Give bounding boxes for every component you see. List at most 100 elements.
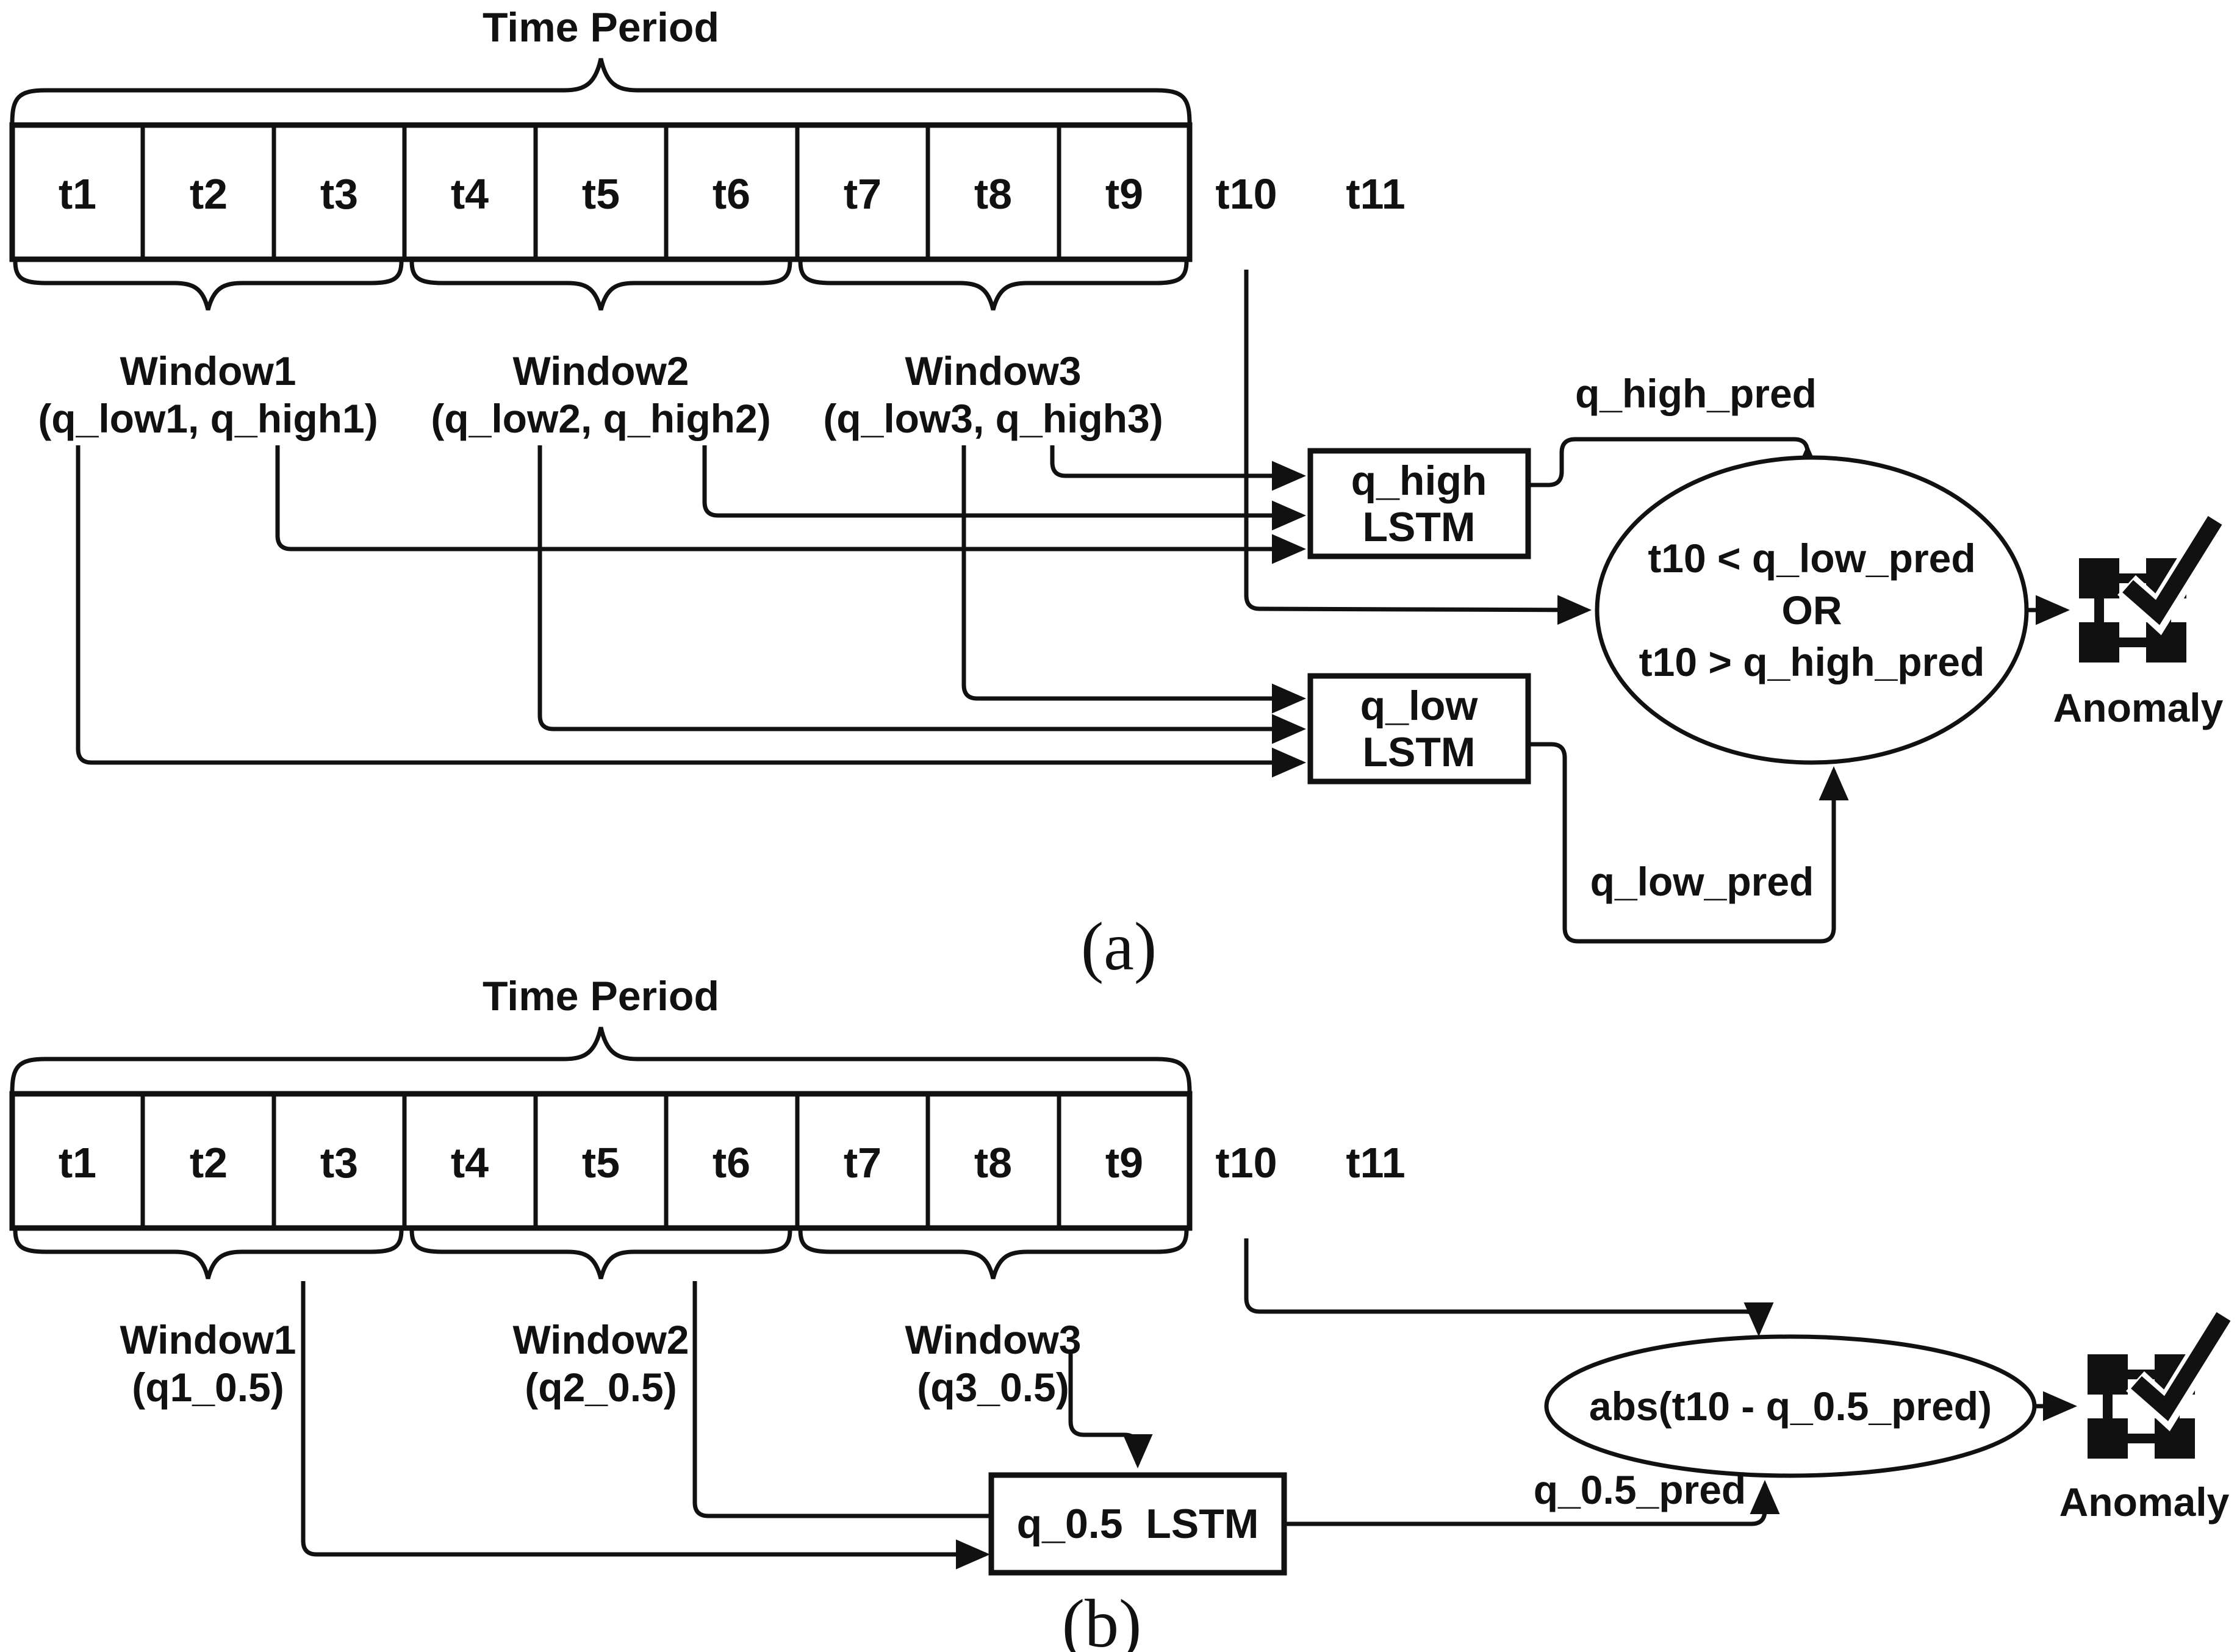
time-period-brace-b (10, 1027, 1192, 1093)
condition-ellipse-b (1544, 1334, 2037, 1478)
timeline-cell-label: t2 (190, 170, 228, 218)
anomaly-node-square (2079, 622, 2119, 663)
timeline-cell-label: t4 (451, 1139, 489, 1187)
timeline-cell-label: t5 (582, 170, 620, 218)
timeline-row-b (9, 1091, 1193, 1231)
anomaly-node-square (2079, 558, 2119, 598)
connector-window3-to-median-lstm (1068, 1349, 1153, 1468)
connector-median-pred-to-condition (1284, 1480, 1780, 1526)
window2-brace-b (409, 1229, 792, 1279)
window2-name-a: Window2 (512, 348, 689, 393)
connector-qlow1-to-low-lstm (76, 445, 1306, 778)
anomaly-node-square (2088, 1418, 2128, 1459)
timeline-cell-label: t9 (1105, 1139, 1143, 1187)
qhigh-lstm-label-line1: q_high (1351, 458, 1487, 504)
future-cell-label-t10: t10 (1215, 1139, 1277, 1187)
timeline-cell-label: t8 (974, 1139, 1012, 1187)
qhigh-lstm-label-line2: LSTM (1362, 504, 1475, 550)
timeline-cell-dividers-b (140, 1094, 1061, 1228)
connector-t10-to-condition-b (1244, 1238, 1774, 1337)
timeline-cell-label: t1 (59, 1139, 96, 1187)
connector-qhigh2-to-high-lstm (702, 445, 1306, 531)
window1-params-b: (q1_0.5) (132, 1365, 284, 1410)
timeline-cell-label: t8 (974, 170, 1012, 218)
checkmark-icon (2131, 1312, 2231, 1421)
timeline-cell-dividers-a (140, 125, 1061, 259)
timeline-cell-label: t6 (713, 170, 750, 218)
window2-params-b: (q2_0.5) (525, 1365, 677, 1410)
future-cell-label-t10: t10 (1215, 170, 1277, 218)
window3-brace-b (798, 1229, 1189, 1279)
connector-qhigh-pred-to-condition (1528, 437, 1823, 487)
window3-name-b: Window3 (905, 1317, 1081, 1362)
window3-brace-a (798, 260, 1189, 311)
window3-params-a: (q_low3, q_high3) (823, 396, 1163, 441)
anomaly-node-link (2103, 1395, 2113, 1418)
connector-t10-to-condition-a (1244, 270, 1592, 625)
anomaly-node-link (2119, 637, 2146, 647)
timeline-cell-label: t9 (1105, 170, 1143, 218)
window1-brace-a (13, 260, 404, 311)
window1-params-a: (q_low1, q_high1) (38, 396, 378, 441)
timeline-cell-label: t7 (844, 170, 882, 218)
condition-ellipse-a (1595, 455, 2029, 765)
anomaly-node-square (2146, 622, 2186, 663)
window3-name-a: Window3 (905, 348, 1081, 393)
timeline-row-a (9, 122, 1193, 262)
window2-params-a: (q_low2, q_high2) (431, 396, 770, 441)
timeline-cell-label: t1 (59, 170, 96, 218)
anomaly-node-square (2088, 1354, 2128, 1395)
timeline-cell-label: t3 (320, 170, 358, 218)
median-pred-label: q_0.5_pred (1534, 1467, 1747, 1512)
future-cell-label-t11: t11 (1346, 170, 1405, 218)
condition-line3-a: t10 > q_high_pred (1639, 639, 1985, 684)
window3-params-b: (q3_0.5) (917, 1365, 1069, 1410)
connector-qhigh1-to-high-lstm (275, 445, 1306, 564)
window1-name-b: Window1 (120, 1317, 296, 1362)
timeline-cell-label: t4 (451, 170, 489, 218)
anomaly-node-square (2155, 1418, 2195, 1459)
timeline-cell-label: t6 (713, 1139, 750, 1187)
median-lstm-box (988, 1472, 1287, 1576)
qhigh-lstm-box (1307, 448, 1531, 559)
anomaly-icon-a (2079, 512, 2228, 663)
connector-qlow-pred-to-condition (1528, 742, 1849, 944)
condition-line1-a: t10 < q_low_pred (1648, 536, 1975, 581)
timeline-cell-label: t7 (844, 1139, 882, 1187)
qlow-lstm-label-line1: q_low (1360, 683, 1479, 729)
checkmark-icon (2122, 515, 2222, 625)
condition-expression-b: abs(t10 - q_0.5_pred) (1589, 1384, 1992, 1429)
timeline-cell-label: t3 (320, 1139, 358, 1187)
anomaly-icon-b (2088, 1308, 2237, 1459)
window1-name-a: Window1 (120, 348, 296, 393)
caption-b: (b) (1062, 1586, 1142, 1652)
anomaly-label-b: Anomaly (2059, 1479, 2230, 1525)
connector-window2-to-median-lstm (692, 1281, 993, 1518)
qlow-pred-label: q_low_pred (1590, 859, 1814, 904)
future-cell-label-t11: t11 (1346, 1139, 1405, 1187)
time-period-label-b: Time Period (483, 973, 719, 1019)
time-period-label-a: Time Period (483, 4, 719, 51)
figure-b: Time Period t1 t2 t3 t4 t5 t6 t7 t8 t9 t… (9, 973, 2237, 1652)
qhigh-pred-label: q_high_pred (1575, 371, 1817, 416)
median-lstm-label: q_0.5 LSTM (1017, 1501, 1259, 1547)
caption-a: (a) (1081, 909, 1157, 985)
window2-brace-a (409, 260, 792, 311)
connector-qlow2-to-low-lstm (537, 445, 1306, 744)
timeline-cell-label: t2 (190, 1139, 228, 1187)
qlow-lstm-label-line2: LSTM (1362, 729, 1475, 775)
window1-brace-b (13, 1229, 404, 1279)
anomaly-label-a: Anomaly (2053, 685, 2224, 730)
figure-a: Time Period t1 t2 t3 t4 t5 t6 t7 t8 t9 t… (9, 4, 2228, 985)
timeline-cell-label: t5 (582, 1139, 620, 1187)
connector-qhigh3-to-high-lstm (1050, 445, 1306, 491)
qlow-lstm-box (1307, 673, 1531, 785)
anomaly-node-link (2128, 1434, 2155, 1443)
window2-name-b: Window2 (512, 1317, 689, 1362)
connector-window1-to-median-lstm (301, 1281, 990, 1570)
anomaly-node-link (2094, 598, 2104, 622)
condition-line2-a: OR (1782, 587, 1842, 633)
time-period-brace-a (10, 58, 1192, 124)
